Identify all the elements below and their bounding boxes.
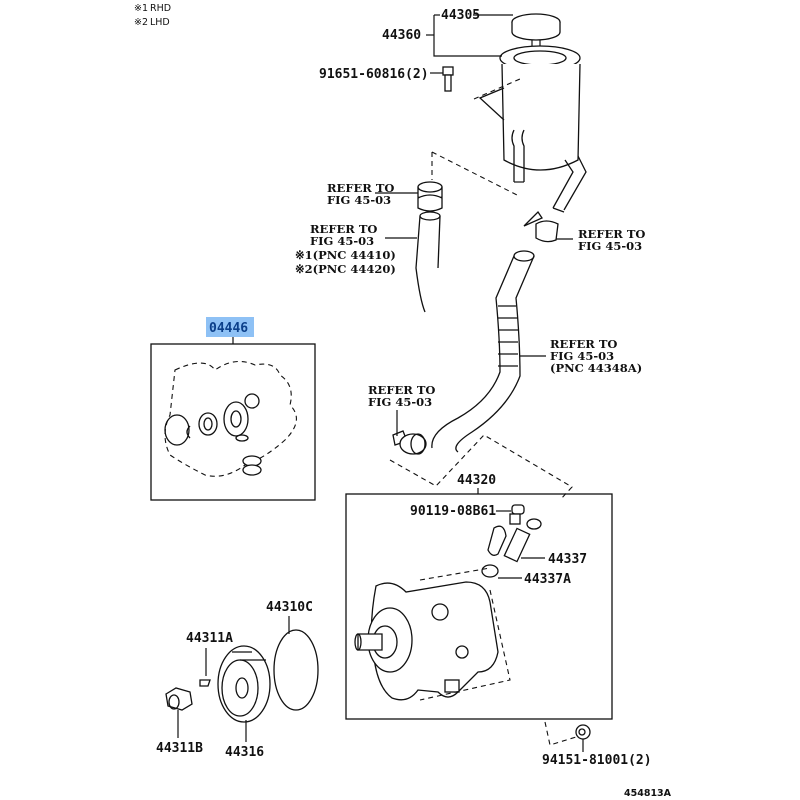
label-union: 44337	[548, 552, 587, 567]
reservoir-cap-icon	[511, 13, 561, 52]
legend-label-lhd: LHD	[150, 17, 170, 28]
ref-clamp-right-line1: REFER TO	[578, 227, 645, 241]
ref-hose-suction-line1: REFER TO	[550, 337, 617, 351]
ref-hose-return-line4: ※2(PNC 44420)	[295, 262, 396, 276]
ref-hose-return-line2: FIG 45-03	[310, 234, 374, 248]
label-oring: 44337A	[524, 572, 571, 587]
suction-hose-icon	[431, 250, 535, 453]
pulley-icon	[217, 645, 271, 723]
oring-icon	[481, 564, 499, 578]
highlight-box	[206, 317, 254, 337]
reservoir-tank-icon	[478, 45, 587, 213]
bolt-icon	[442, 66, 454, 92]
label-pulley-nut: 44311B	[156, 741, 203, 756]
nut-icon	[575, 724, 591, 740]
ref-hose-suction-line3: (PNC 44348A)	[550, 361, 642, 375]
label-pump-nut: 94151-81001(2)	[542, 753, 652, 768]
label-pump-assy: 44320	[457, 473, 496, 488]
ref-clamp-lower-line1: REFER TO	[368, 383, 435, 397]
label-woodruff-key: 44311A	[186, 631, 233, 646]
ref-clamp-upper-line1: REFER TO	[327, 181, 394, 195]
woodruff-key-icon	[199, 679, 211, 687]
label-pump-bolt: 90119-08B61	[410, 504, 496, 519]
label-gasket-kit[interactable]: 04446	[209, 321, 248, 336]
ref-hose-return-line3: ※1(PNC 44410)	[295, 248, 396, 262]
label-pulley: 44316	[225, 745, 264, 760]
legend-mark-1: ※1	[134, 3, 148, 14]
hose-clamp-icon	[392, 430, 427, 455]
label-reservoir-bolt: 91651-60816(2)	[319, 67, 429, 82]
ref-clamp-upper-line2: FIG 45-03	[327, 193, 391, 207]
hose-clamp-icon	[523, 210, 559, 243]
ref-clamp-lower-line2: FIG 45-03	[368, 395, 432, 409]
power-steering-pump-icon	[354, 567, 511, 701]
ref-hose-suction-line2: FIG 45-03	[550, 349, 614, 363]
legend-label-rhd: RHD	[150, 3, 171, 14]
label-cap: 44305	[441, 8, 480, 23]
return-hose-icon	[415, 211, 441, 313]
gasket-kit-icon	[164, 360, 297, 477]
gasket-kit-box	[150, 343, 316, 501]
bolt-icon	[509, 504, 525, 525]
figure-id: 454813A	[624, 788, 672, 799]
ref-hose-return-line1: REFER TO	[310, 222, 377, 236]
union-fitting-icon	[487, 518, 542, 563]
legend-mark-2: ※2	[134, 17, 148, 28]
pump-assy-box	[345, 493, 613, 720]
nut-icon	[165, 687, 193, 711]
oring-icon	[273, 629, 319, 711]
label-reservoir: 44360	[382, 28, 421, 43]
label-oring-pulley: 44310C	[266, 600, 313, 615]
legend: ※1 RHD ※2 LHD	[134, 3, 171, 28]
ref-clamp-right-line2: FIG 45-03	[578, 239, 642, 253]
hose-clamp-icon	[417, 181, 443, 212]
